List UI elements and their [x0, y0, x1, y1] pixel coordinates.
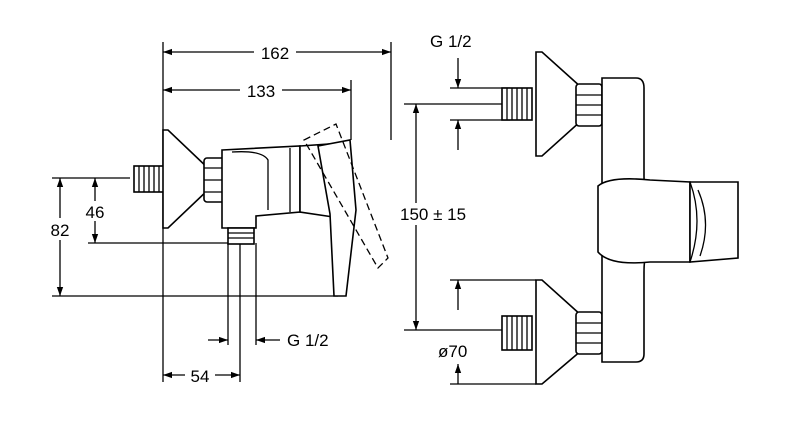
dim-height-82: 82 [51, 221, 70, 240]
dim-centre-distance: 150 ± 15 [400, 205, 466, 224]
label-inlet-thread: G 1/2 [430, 32, 472, 51]
label-outlet-thread: G 1/2 [287, 331, 329, 350]
dim-height-46: 46 [86, 203, 105, 222]
label-escutcheon-diameter: ø70 [438, 342, 467, 361]
dim-offset-54: 54 [191, 367, 210, 386]
side-view: 162 133 82 46 54 G 1/2 [44, 42, 392, 386]
dim-overall-width: 162 [261, 44, 289, 63]
dim-width-to-handle: 133 [247, 82, 275, 101]
front-view: 150 ± 15 G 1/2 ø70 [398, 32, 739, 385]
